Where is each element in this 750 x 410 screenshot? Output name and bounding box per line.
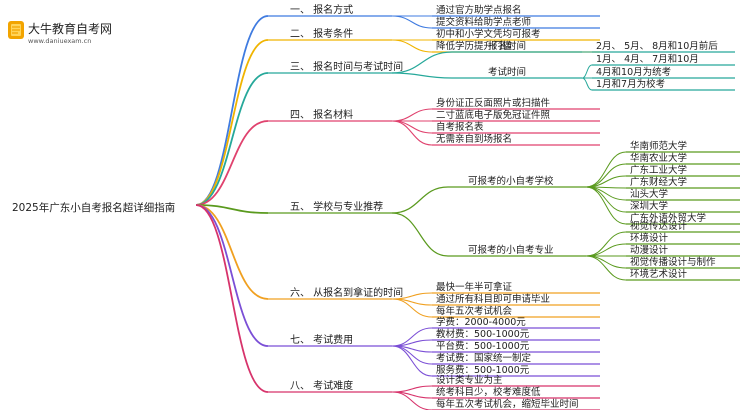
leaf-topic: 无需亲自到场报名 (436, 133, 512, 145)
leaf-connector (581, 77, 593, 91)
leaf-topic: 平台费：500-1000元 (436, 340, 530, 352)
connector-lines (195, 15, 740, 410)
leaf-connector (585, 186, 627, 201)
branch-connector (195, 39, 269, 206)
branch-connector (195, 204, 269, 393)
leaf-connector (391, 385, 433, 393)
branch-topic: 六、 从报名到拿证的时间 (290, 286, 403, 299)
sub-topic: 可报考的小自考学校 (468, 175, 554, 187)
leaf-topic: 考试费：国家统一制定 (436, 352, 532, 364)
branch-topic: 二、 报考条件 (290, 27, 353, 40)
leaf-topic: 1月和7月为校考 (596, 78, 665, 90)
leaf-topic: 4月和10月为统考 (596, 66, 671, 78)
leaf-topic: 统考科目少，校考难度低 (436, 386, 541, 398)
sub-topic: 可报考的小自考专业 (468, 244, 554, 256)
leaf-topic: 通过官方助学点报名 (436, 4, 522, 16)
leaf-topic: 环境艺术设计 (630, 268, 688, 280)
leaf-topic: 初中和小学文凭均可报考 (436, 28, 541, 40)
leaf-connector (391, 120, 433, 134)
leaf-topic: 身份证正反面照片或扫描件 (436, 97, 551, 109)
leaf-connector (391, 108, 433, 122)
sub-topic: 考试时间 (488, 66, 526, 78)
book-icon (8, 21, 24, 39)
leaf-connector (391, 345, 433, 377)
sub-topic: 报名时间 (488, 40, 526, 52)
leaf-topic: 教材费：500-1000元 (436, 328, 530, 340)
leaf-topic: 每年五次考试机会 (436, 305, 513, 317)
leaf-topic: 1月、 4月、 7月和10月 (596, 54, 699, 65)
leaf-connector (585, 255, 627, 281)
branch-connector (195, 204, 269, 214)
root-topic: 2025年广东小自考报名超详细指南 (12, 201, 175, 214)
leaf-connector (391, 391, 433, 410)
leaf-topic: 设计类专业为主 (436, 374, 503, 386)
leaf-topic: 广东财经大学 (630, 176, 687, 188)
leaf-connector (391, 298, 433, 318)
branch-connector (195, 204, 269, 347)
leaf-topic: 汕头大学 (630, 188, 668, 200)
leaf-topic: 通过所有科目即可申请毕业 (436, 293, 550, 305)
leaf-topic: 广东工业大学 (630, 164, 687, 176)
sub-connector (391, 212, 449, 257)
leaf-topic: 服务费：500-1000元 (436, 364, 530, 376)
branch-topic: 七、 考试费用 (290, 333, 353, 346)
leaf-connector (391, 39, 433, 53)
leaf-connector (581, 64, 593, 79)
branch-topic: 四、 报名材料 (290, 108, 353, 121)
leaf-connector (585, 243, 627, 257)
branch-topic: 五、 学校与专业推荐 (290, 200, 383, 213)
branch-connector (195, 72, 269, 206)
leaf-topic: 学费：2000-4000元 (436, 316, 526, 328)
sub-connector (391, 186, 449, 214)
leaf-topic: 2月、 5月、 8月和10月前后 (596, 40, 718, 52)
branch-topic: 三、 报名时间与考试时间 (290, 60, 403, 73)
leaf-connector (585, 186, 627, 225)
leaf-topic: 视觉传达设计 (630, 220, 688, 232)
leaf-topic: 动漫设计 (630, 244, 669, 256)
leaf-connector (585, 163, 627, 188)
leaf-topic: 环境设计 (630, 232, 669, 244)
leaf-connector (391, 15, 433, 29)
branch-connector (195, 15, 269, 206)
leaf-topic: 二寸蓝底电子版免冠证件照 (436, 109, 551, 121)
logo-title: 大牛教育自考网 (28, 21, 112, 36)
leaf-topic: 华南农业大学 (630, 152, 687, 164)
sub-connector (391, 72, 453, 79)
leaf-connector (585, 255, 627, 269)
leaf-topic: 视觉传播设计与制作 (630, 256, 716, 268)
leaf-topic: 华南师范大学 (630, 140, 687, 152)
leaf-topic: 自考报名表 (436, 121, 484, 133)
leaf-topic: 深圳大学 (630, 200, 668, 212)
leaf-topic: 最快一年半可拿证 (436, 281, 513, 293)
sub-connector (391, 51, 453, 74)
leaf-topic: 降低学历提升门槛 (436, 40, 513, 52)
leaf-topic: 广东外语外贸大学 (630, 212, 706, 224)
mind-map-nodes: 2025年广东小自考报名超详细指南 一、 报名方式 通过官方助学点报名提交资料给助… (12, 3, 718, 410)
leaf-topic: 每年五次考试机会，缩短毕业时间 (436, 398, 579, 410)
branch-connector (195, 204, 269, 300)
branch-topic: 一、 报名方式 (290, 3, 353, 16)
branch-connector (195, 120, 269, 206)
leaf-topic: 提交资料给助学点老师 (436, 16, 531, 28)
branch-topic: 八、 考试难度 (290, 379, 353, 392)
logo-url: www.daniuexam.cn (28, 37, 91, 45)
logo: 大牛教育自考网 www.daniuexam.cn (8, 21, 112, 45)
leaf-connector (391, 120, 433, 146)
